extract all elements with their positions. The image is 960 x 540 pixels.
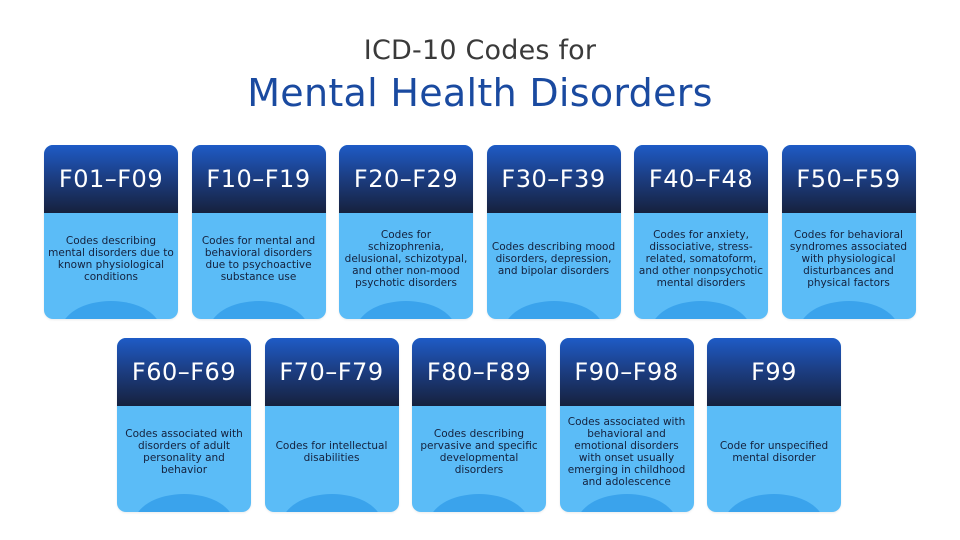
code-range: F90–F98 (559, 338, 694, 406)
code-card-f99: F99 Code for unspecified mental disorder (707, 338, 841, 512)
code-description: Codes for anxiety, dissociative, stress-… (638, 229, 764, 289)
code-card-f60-f69: F60–F69 Codes associated with disorders … (117, 338, 251, 512)
decorative-arc (798, 301, 899, 319)
card-body: Code for unspecified mental disorder (707, 406, 841, 512)
code-card-f20-f29: F20–F29 Codes for schizophrenia, delusio… (339, 145, 473, 319)
code-card-f50-f59: F50–F59 Codes for behavioral syndromes a… (781, 145, 916, 319)
code-card-f40-f48: F40–F48 Codes for anxiety, dissociative,… (634, 145, 768, 319)
code-card-f90-f98: F90–F98 Codes associated with behavioral… (559, 338, 694, 512)
card-body: Codes for anxiety, dissociative, stress-… (634, 213, 768, 319)
code-range: F01–F09 (44, 145, 178, 213)
code-description: Codes associated with behavioral and emo… (567, 416, 686, 488)
code-description: Codes describing mood disorders, depress… (491, 241, 616, 277)
code-description: Code for unspecified mental disorder (719, 440, 829, 464)
decorative-arc (356, 301, 456, 319)
decorative-arc (724, 494, 824, 512)
code-range: F10–F19 (191, 145, 326, 213)
code-card-f30-f39: F30–F39 Codes describing mood disorders,… (486, 145, 621, 319)
code-description: Codes for behavioral syndromes associate… (789, 229, 908, 289)
code-range: F30–F39 (486, 145, 621, 213)
code-range: F70–F79 (264, 338, 399, 406)
code-card-f80-f89: F80–F89 Codes describing pervasive and s… (412, 338, 546, 512)
code-description: Codes for intellectual disabilities (275, 440, 388, 464)
page-title: Mental Health Disorders (247, 71, 713, 115)
decorative-arc (503, 301, 604, 319)
code-description: Codes associated with disorders of adult… (125, 428, 243, 476)
decorative-arc (281, 494, 382, 512)
card-body: Codes for intellectual disabilities (265, 406, 399, 512)
card-body: Codes associated with disorders of adult… (117, 406, 251, 512)
code-description: Codes for schizophrenia, delusional, sch… (344, 229, 468, 289)
code-description: Codes for mental and behavioral disorder… (201, 235, 316, 283)
decorative-arc (134, 494, 234, 512)
code-range: F99 (707, 338, 841, 406)
decorative-arc (576, 494, 677, 512)
card-body: Codes associated with behavioral and emo… (560, 406, 694, 512)
card-body: Codes describing pervasive and specific … (412, 406, 546, 512)
code-range: F60–F69 (117, 338, 251, 406)
decorative-arc (61, 301, 161, 319)
code-card-f10-f19: F10–F19 Codes for mental and behavioral … (191, 145, 326, 319)
code-card-f70-f79: F70–F79 Codes for intellectual disabilit… (264, 338, 399, 512)
code-range: F50–F59 (781, 145, 916, 213)
card-body: Codes describing mental disorders due to… (44, 213, 178, 319)
decorative-arc (651, 301, 751, 319)
card-body: Codes describing mood disorders, depress… (487, 213, 621, 319)
code-row-1: F01–F09 Codes describing mental disorder… (44, 145, 916, 319)
code-description: Codes describing pervasive and specific … (420, 428, 538, 476)
code-card-f01-f09: F01–F09 Codes describing mental disorder… (44, 145, 178, 319)
page-header: ICD-10 Codes for Mental Health Disorders (0, 34, 960, 116)
card-body: Codes for behavioral syndromes associate… (782, 213, 916, 319)
card-body: Codes for mental and behavioral disorder… (192, 213, 326, 319)
decorative-arc (429, 494, 529, 512)
code-range: F40–F48 (634, 145, 768, 213)
decorative-arc (208, 301, 309, 319)
code-row-2: F60–F69 Codes associated with disorders … (117, 338, 841, 512)
code-range: F20–F29 (339, 145, 473, 213)
code-description: Codes describing mental disorders due to… (48, 235, 174, 283)
code-range: F80–F89 (412, 338, 546, 406)
card-body: Codes for schizophrenia, delusional, sch… (339, 213, 473, 319)
page-subtitle: ICD-10 Codes for (363, 35, 597, 66)
